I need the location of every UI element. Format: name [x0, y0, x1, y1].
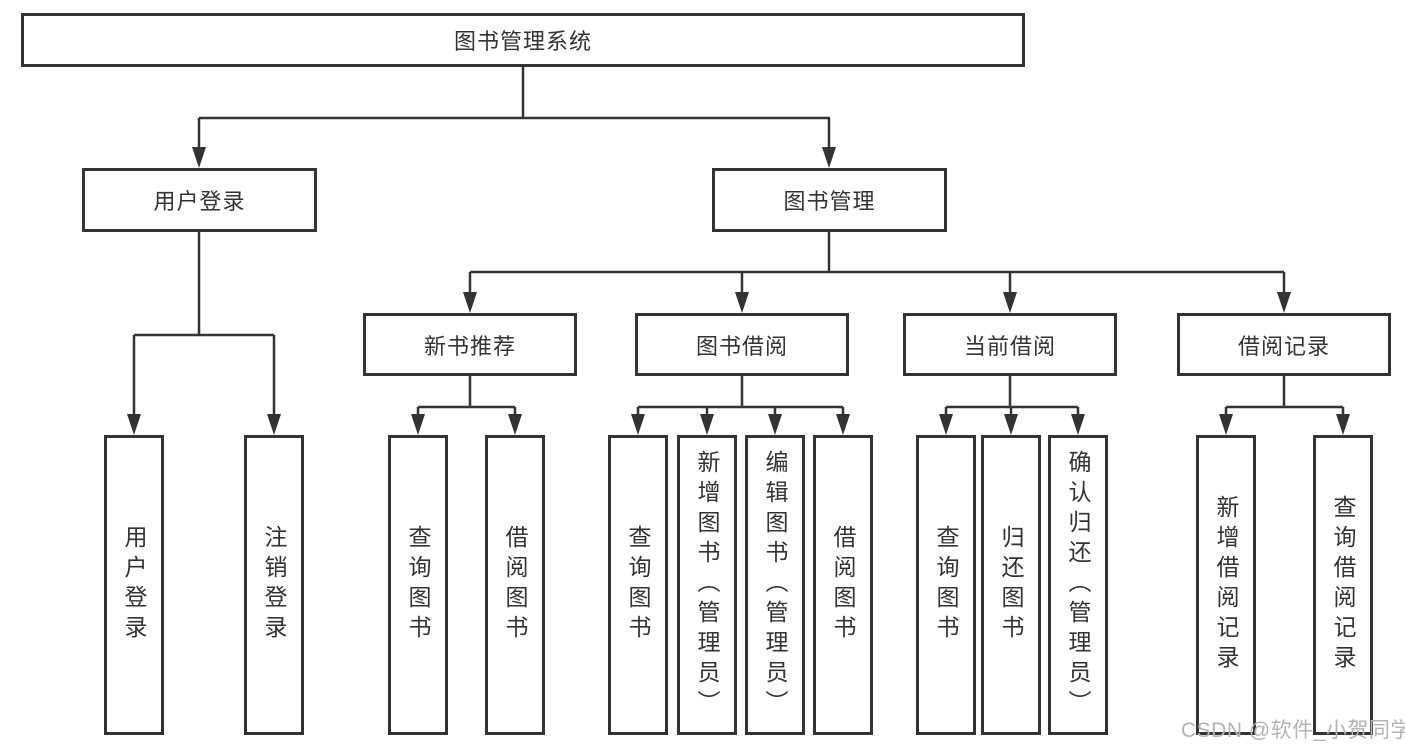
node-user-login: 用户登录 — [82, 168, 317, 232]
node-library-system: 图书管理系统 — [21, 13, 1025, 67]
node-book-borrowing: 图书借阅 — [635, 313, 849, 376]
tree-edges — [132, 67, 1345, 417]
leaf-add-borrow-record: 新增借阅记录 — [1196, 435, 1256, 735]
leaf-add-books-admin: 新增图书（管理员） — [677, 435, 737, 735]
leaf-query-books-borrow: 查询图书 — [608, 435, 668, 735]
leaf-query-books-recommend: 查询图书 — [388, 435, 448, 735]
node-book-management: 图书管理 — [712, 168, 947, 232]
leaf-confirm-return-admin: 确认归还（管理员） — [1048, 435, 1108, 735]
leaf-borrow-books-recommend: 借阅图书 — [485, 435, 545, 735]
leaf-borrow-books: 借阅图书 — [813, 435, 873, 735]
leaf-query-borrow-record: 查询借阅记录 — [1313, 435, 1373, 735]
node-borrow-records: 借阅记录 — [1177, 313, 1391, 376]
node-current-borrowing: 当前借阅 — [903, 313, 1117, 376]
node-new-book-recommend: 新书推荐 — [363, 313, 577, 376]
leaf-edit-books-admin: 编辑图书（管理员） — [745, 435, 805, 735]
leaf-user-login: 用户登录 — [104, 435, 164, 735]
csdn-watermark: CSDN @软件_小贺同学 — [1181, 719, 1405, 742]
leaf-return-books: 归还图书 — [981, 435, 1041, 735]
leaf-query-books-current: 查询图书 — [916, 435, 976, 735]
leaf-logout: 注销登录 — [244, 435, 304, 735]
